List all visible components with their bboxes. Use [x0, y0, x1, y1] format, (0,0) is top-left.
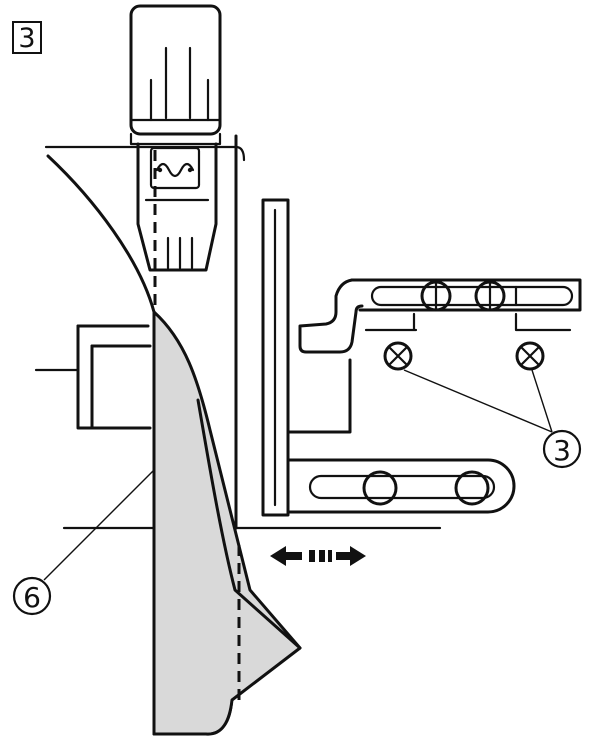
callout-fabric-edge: 6 [12, 469, 155, 616]
presser-foot [129, 4, 238, 530]
guide-plate-vertical [261, 198, 290, 517]
screw-icon [420, 280, 452, 312]
screw-icon [515, 341, 545, 371]
screw-icon [383, 341, 413, 371]
lower-adjusting-plate [286, 358, 516, 514]
bracket-left [76, 324, 152, 430]
callout-screws: 3 [542, 429, 582, 469]
step-number: 3 [18, 23, 35, 54]
loose-screws [383, 341, 553, 433]
fabric [46, 154, 302, 736]
upper-adjusting-plate [298, 278, 582, 354]
screw-icon [474, 280, 506, 312]
step-number-badge: 3 [12, 21, 42, 54]
double-headed-arrow-icon [270, 546, 366, 566]
callout-screws-label: 3 [553, 434, 571, 467]
callout-fabric-edge-label: 6 [23, 581, 41, 614]
